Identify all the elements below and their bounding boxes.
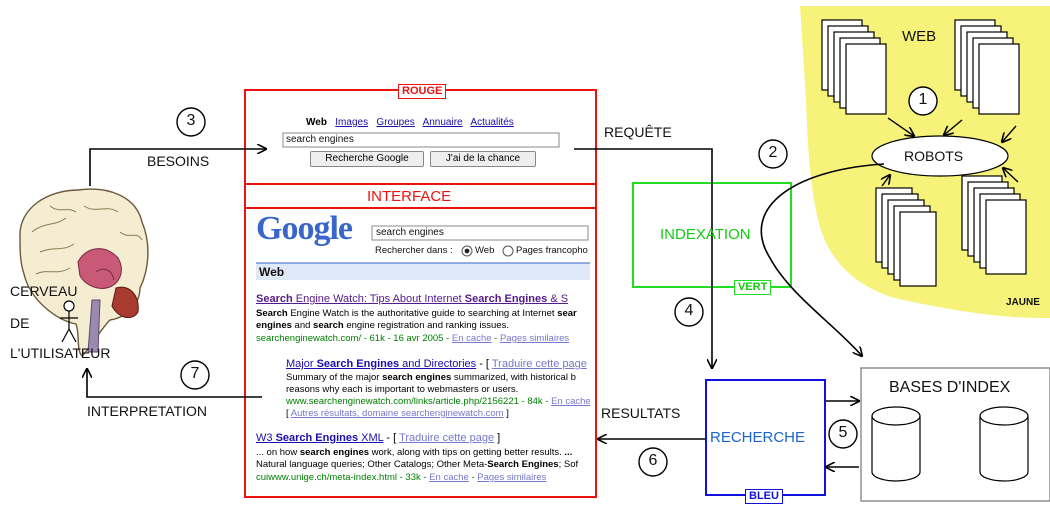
utilisateur-label: L'UTILISATEUR — [10, 345, 111, 361]
result-2-snippet-1: Summary of the major search engines summ… — [286, 372, 576, 383]
step-4: 4 — [684, 302, 694, 319]
result-1-similar-link[interactable]: Pages similaires — [499, 333, 570, 344]
result-3-cache-link[interactable]: En cache — [429, 472, 469, 483]
rouge-tag: ROUGE — [398, 84, 447, 99]
tab-actualites[interactable]: Actualités — [470, 117, 514, 128]
google-logo: Google — [256, 210, 353, 247]
interpretation-label: INTERPRETATION — [87, 403, 208, 419]
result-3-similar-link[interactable]: Pages similaires — [477, 472, 547, 483]
result-3-title[interactable]: W3 Search Engines XML - [ Traduire cette… — [256, 432, 501, 444]
result-1-snippet-1: Search Engine Watch is the authoritative… — [256, 308, 577, 319]
step-5: 5 — [838, 424, 848, 441]
requete-label: REQUÊTE — [604, 124, 672, 140]
result-2-url: www.searchenginewatch.com/links/article.… — [286, 396, 590, 407]
result-2-cache-link[interactable]: En cache — [551, 396, 590, 407]
indexation-label: INDEXATION — [660, 226, 751, 243]
bases-index-label: BASES D'INDEX — [889, 379, 1011, 396]
robots-label: ROBOTS — [904, 148, 964, 164]
step-6: 6 — [648, 452, 658, 469]
result-3-snippet-1: ... on how search engines work, along wi… — [256, 447, 573, 458]
bleu-tag: BLEU — [745, 489, 783, 504]
result-1-title[interactable]: Search Engine Watch: Tips About Internet… — [256, 293, 569, 305]
results-query-input-shape — [371, 225, 589, 241]
search-tabs: Web Images Groupes Annuaire Actualités — [306, 117, 514, 128]
besoins-label: BESOINS — [147, 153, 210, 169]
radio-web-label[interactable]: Web — [475, 245, 495, 256]
results-web-bar — [256, 263, 590, 280]
recherche-google-button[interactable]: Recherche Google — [310, 151, 424, 167]
result-2-snippet-2: reasons why each is important to webmast… — [286, 384, 519, 395]
result-2-more[interactable]: [ Autres résultats, domaine searchengine… — [286, 408, 509, 419]
search-in-label: Rechercher dans : — [375, 245, 453, 256]
recherche-box — [705, 379, 826, 496]
tab-web[interactable]: Web — [306, 117, 327, 128]
radio-francophone-label[interactable]: Pages francopho — [516, 245, 588, 256]
search-input[interactable]: search engines — [286, 134, 354, 145]
web-label: WEB — [902, 28, 937, 45]
resultats-label: RESULTATS — [601, 405, 681, 421]
interface-results-box — [244, 183, 597, 498]
result-3-url: cuiwww.unige.ch/meta-index.html - 33k - … — [256, 472, 547, 483]
tab-images[interactable]: Images — [335, 117, 369, 128]
result-1-snippet-2: engines and search engine registration a… — [256, 320, 509, 331]
result-1-url: searchenginewatch.com/ - 61k - 16 avr 20… — [256, 333, 570, 344]
crawl-arrows — [882, 117, 1019, 187]
search-form-input-shape — [282, 132, 560, 148]
result-1-cache-link[interactable]: En cache — [451, 333, 492, 344]
brain-illustration — [19, 188, 149, 357]
jai-de-la-chance-button[interactable]: J'ai de la chance — [430, 151, 536, 167]
tab-groupes[interactable]: Groupes — [376, 117, 415, 128]
database-cylinders — [871, 406, 1029, 482]
step-1: 1 — [918, 91, 928, 108]
de-label: DE — [10, 315, 30, 331]
result-3-snippet-2: Natural language queries; Other Catalogs… — [256, 459, 579, 470]
step-2: 2 — [768, 144, 778, 161]
interface-label: INTERFACE — [367, 188, 452, 205]
cerveau-label: CERVEAU — [10, 283, 78, 299]
result-2-title[interactable]: Major Search Engines and Directories - [… — [286, 358, 587, 370]
step-3: 3 — [186, 112, 196, 129]
results-query-input[interactable]: search engines — [376, 227, 444, 238]
tab-annuaire[interactable]: Annuaire — [422, 117, 463, 128]
results-section-web: Web — [259, 265, 285, 279]
jaune-label: JAUNE — [1006, 297, 1040, 308]
flow-arrows — [87, 149, 885, 467]
web-pages — [821, 19, 1027, 287]
step-circles — [176, 86, 938, 477]
robots-node — [871, 135, 1009, 177]
vert-tag: VERT — [734, 280, 772, 295]
recherche-label: RECHERCHE — [710, 429, 806, 446]
step-7: 7 — [190, 365, 200, 382]
